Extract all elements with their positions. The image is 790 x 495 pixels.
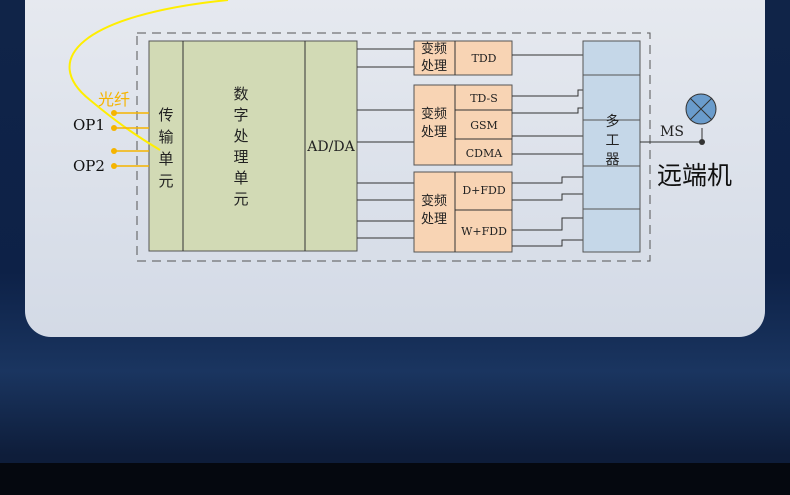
converter-label-tdd: 变频处理: [420, 42, 447, 74]
band-gsm: GSM: [470, 119, 498, 132]
adda-label: AD/DA: [306, 139, 355, 155]
fiber-cable: [68, 0, 229, 151]
digital-block: [148, 40, 358, 252]
remote-unit-label: 远端机: [657, 161, 732, 190]
band-tdd: TDD: [472, 52, 497, 65]
digital-unit-label: 数字处理单元: [233, 85, 249, 208]
multiplexer: [582, 40, 641, 253]
fiber-label: 光纤: [98, 90, 130, 109]
converter-tdd: [413, 40, 513, 76]
port-op1: OP1: [73, 116, 105, 134]
band-cdma: CDMA: [466, 147, 503, 160]
converter-label-group2: 变频处理: [420, 107, 447, 140]
antenna-icon: [685, 93, 717, 125]
bottom-band: [0, 463, 790, 495]
diagram-card: [25, 0, 765, 337]
band-tds: TD-S: [470, 92, 498, 105]
band-dfdd: D+FDD: [462, 184, 505, 197]
band-wfdd: W+FDD: [461, 225, 507, 238]
converter-group3: [413, 171, 513, 253]
transmission-unit-label: 传输单元: [158, 106, 174, 190]
ms-label: MS: [660, 124, 684, 140]
port-dots: [111, 110, 117, 169]
converter-label-group3: 变频处理: [420, 194, 447, 227]
converter-group2: [413, 84, 513, 166]
multiplexer-label: 多工器: [605, 114, 620, 168]
port-op2: OP2: [73, 157, 105, 175]
remote-unit-boundary: [136, 32, 651, 262]
